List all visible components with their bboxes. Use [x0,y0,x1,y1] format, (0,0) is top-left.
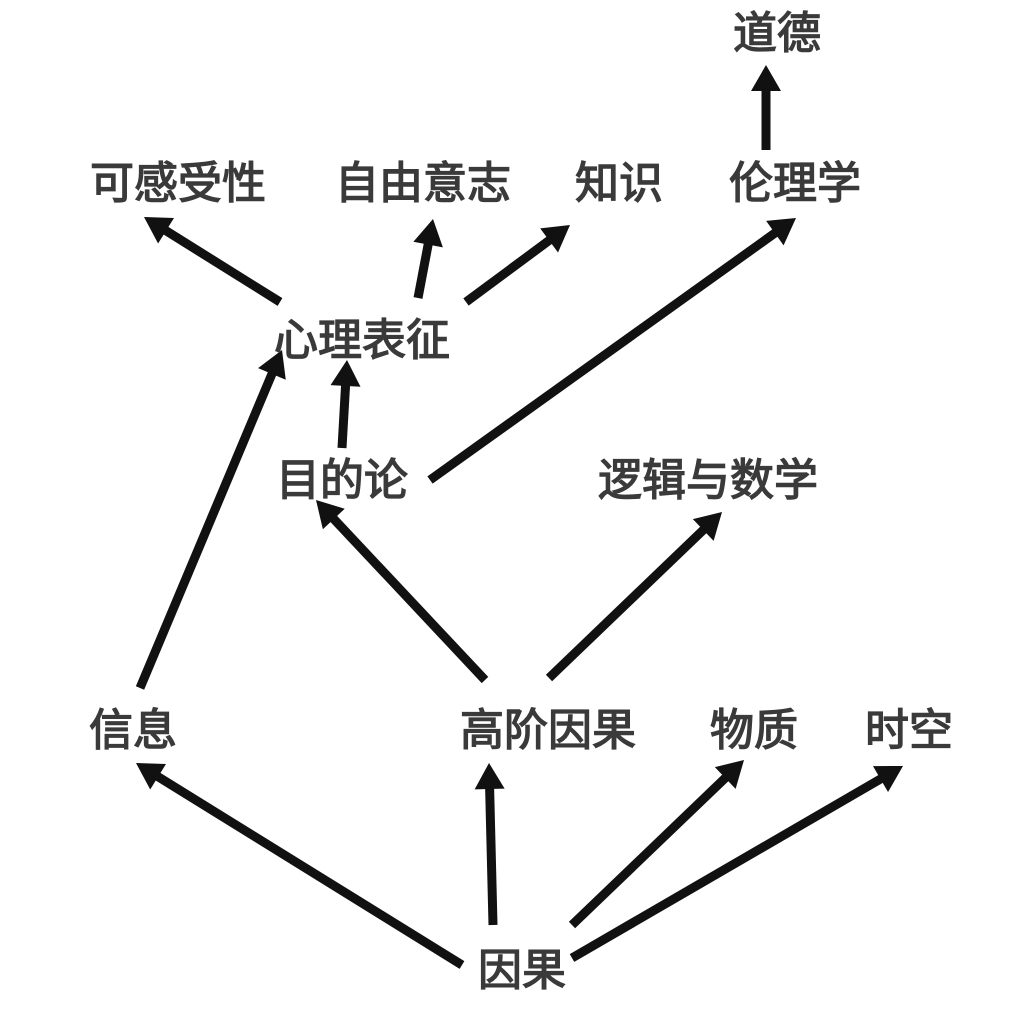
node-gaojie: 高阶因果 [460,705,636,756]
arrow-yinguo-to-wuzhi [568,760,744,929]
arrow-head-icon [714,760,744,789]
arrow-yinguo-to-xinxi [136,763,465,969]
node-xinli: 心理表征 [274,315,450,366]
arrow-lunli-to-daode [751,65,781,150]
arrow-shaft [568,773,730,929]
node-daode: 道德 [733,8,821,59]
arrow-mudi-to-xinli [330,360,361,449]
arrow-head-icon [692,512,722,541]
arrow-shaft [485,786,498,926]
arrow-shaft [154,771,465,969]
arrow-yinguo-to-gaojie [474,763,505,926]
node-yinguo: 因果 [478,945,566,996]
arrow-gaojie-to-luoji [545,512,722,682]
arrow-shaft [337,383,351,449]
arrow-head-icon [413,219,443,248]
arrow-xinli-to-ziyou [413,219,443,299]
arrow-head-icon [872,766,903,793]
arrow-head-icon [540,225,570,253]
arrow-shaft [569,774,885,962]
arrow-shaft [329,514,489,684]
arrow-head-icon [766,218,796,246]
arrow-head-icon [258,350,286,380]
node-ziyou: 自由意志 [335,158,511,209]
arrow-shaft [427,228,780,484]
arrow-head-icon [144,217,174,244]
node-shikong: 时空 [865,705,953,756]
arrow-head-icon [136,763,167,790]
node-xinxi: 信息 [89,705,177,756]
arrow-yinguo-to-shikong [569,766,903,962]
node-lunli: 伦理学 [729,158,861,209]
arrow-shaft [545,525,708,682]
arrow-shaft [463,235,554,306]
arrow-head-icon [751,65,781,91]
node-luoji: 逻辑与数学 [598,455,818,506]
arrow-xinxi-to-xinli [135,350,286,690]
node-kegan: 可感受性 [90,158,266,209]
arrow-head-icon [474,763,505,790]
arrow-head-icon [316,500,345,530]
arrow-gaojie-to-mudi [316,500,489,684]
arrow-xinli-to-kegan [144,217,283,306]
edges-layer [135,65,903,969]
arrow-shaft [413,241,433,299]
node-wuzhi: 物质 [710,705,798,756]
arrow-head-icon [330,360,361,387]
node-zhishi: 知识 [575,158,663,209]
arrow-shaft [135,370,277,690]
node-mudi: 目的论 [276,455,409,506]
arrow-xinli-to-zhishi [463,225,570,306]
arrow-shaft [161,225,283,306]
arrow-mudi-to-lunli [427,218,796,484]
